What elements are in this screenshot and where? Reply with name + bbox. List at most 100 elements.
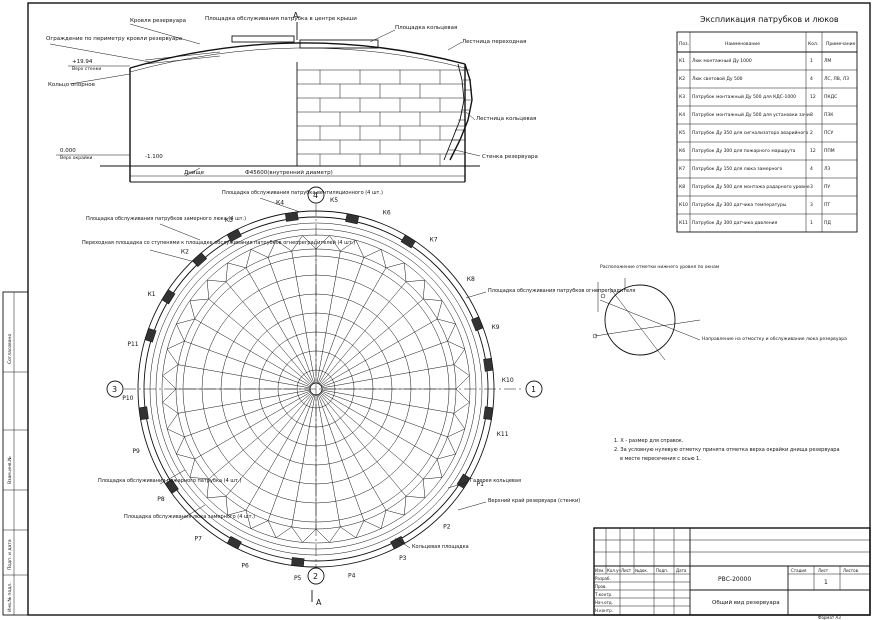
rib [321,389,454,414]
tb-stage: Стадия [791,568,807,573]
nozzle-label: К7 [429,237,437,244]
nozzle-label: К9 [492,324,500,331]
nozzle-label: К8 [467,276,475,283]
rib [291,394,316,527]
spec-row-name: Патрубок Ду 300 датчика давления [692,220,778,226]
nozzle-label: Р10 [122,395,133,402]
service-platform [161,289,176,305]
stamp-inv-orig: Инв.№ подл. [7,582,13,612]
plan-labels: Площадка обслуживания патрубка вентиляци… [82,190,635,550]
rib [184,340,311,388]
tb-format: Формат А3 [818,615,841,620]
note-1: 1. Х - размер для справок. [614,438,684,444]
wall-courses [296,62,465,166]
rib [194,318,311,387]
spec-row-pos: К7 [679,166,685,172]
spec-h-pos: Поз. [679,41,689,47]
label-left-low2: Площадка обслуживания люка замерного (4 … [124,514,255,520]
label-support-ring: Кольцо опорное [48,82,96,88]
spec-row-qty: 1 [810,58,813,64]
tb-row-1: Пров. [595,584,607,589]
spec-row-pos: К5 [679,130,685,136]
spec-row-name: Патрубок Ду 150 для люка замерного [692,166,783,172]
rib [320,298,424,386]
rib [321,318,438,387]
section-mark-bottom: А [316,598,322,607]
dim-diameter: Ф45600(внутренний диаметр) [245,169,333,176]
rib [319,281,407,385]
service-platform [483,358,494,372]
service-platform [345,213,360,225]
detail-sketch: Расположение отметки нижнего уровня по о… [592,264,847,361]
label-ring-platform: Кольцевая площадка [412,544,469,550]
spec-row-pos: К6 [679,148,685,154]
spec-row-qty: 12 [810,148,816,154]
elev-top-note: Верх стенки [72,66,101,72]
tb-sheet: Лист [818,568,829,573]
note-2: 2. За условную нулевую отметку принята о… [614,446,840,453]
nozzle-label: К4 [276,199,284,206]
label-left-low1: Площадка обслуживания пожарного патрубка… [98,478,241,484]
rib [178,389,311,414]
spec-row-name: Патрубок Ду 350 для сигнализатора аварий… [692,129,808,136]
spec-h-qty: Кол. [808,41,818,47]
elev-zero: 0.000 [60,148,76,154]
spec-row-qty: 12 [810,94,816,100]
label-roof-railing: Ограждение по периметру кровли резервуар… [46,36,182,42]
spec-row-qty: 4 [810,76,813,82]
spec-row-note: ЛС, ЛВ, ЛЗ [824,76,849,82]
center-platform [231,35,295,43]
service-platform [164,478,179,494]
tb-head-4: Подп. [656,568,668,573]
spec-row-name: Патрубок Ду 300 датчика температуры [692,202,787,208]
service-platform [285,211,299,222]
nozzle-label: Р6 [241,562,249,569]
rib [184,390,311,438]
rib [321,364,454,389]
section-mark-top: А [293,11,299,20]
tb-head-2: Лист [621,568,632,573]
tb-head-3: №док. [635,568,648,573]
spec-row-name: Люк световой Ду 500 [692,75,743,82]
label-bottom: Днище [184,170,205,176]
axis-1: 1 [531,385,536,394]
rib [267,257,315,384]
nozzle-label: Р4 [348,573,356,580]
stamp-sign-date: Подп. и дата [7,539,13,570]
rib [318,267,387,384]
rib [225,393,313,497]
spec-row-note: ПЗК [824,112,834,118]
spec-row-name: Патрубок Ду 300 для пожарного маршрута [692,148,796,154]
rib [321,340,448,388]
spec-row-qty: 8 [810,112,813,118]
spec-h-note: Примечание [826,41,856,47]
spec-row-qty: 1 [810,220,813,226]
title-block: Изм. Кол.уч Лист №док. Подп. Дата Разраб… [593,527,871,620]
rib [316,251,341,384]
spec-row-qty: 4 [810,166,813,172]
rib [225,281,313,385]
axis-3: 3 [112,385,117,394]
axes: 1 2 3 4 А [106,186,543,607]
service-platform [226,535,242,550]
spec-row-qty: 3 [810,202,813,208]
tb-code: РВС-20000 [718,576,751,583]
tb-sheets: Листов [843,568,859,573]
service-platform [483,406,494,420]
rib [178,364,311,389]
nozzle-label: Р11 [127,341,138,348]
note-3: в месте пересечения с осью 1. [620,456,701,462]
label-pipe-left2: Переходная площадка со ступенями к площа… [82,239,355,246]
nozzle-label: Р1 [477,481,485,488]
nozzle-label: Р5 [294,575,302,582]
spec-title: Экспликация патрубков и люков [700,15,839,24]
spec-row-qty: 2 [810,130,813,136]
rib [317,394,365,521]
spec-row-pos: К3 [679,94,685,100]
stamp-agreed: Согласовано [7,334,13,364]
rib [316,394,341,527]
label-ring-platform: Площадка кольцевая [395,25,457,31]
detail-title: Расположение отметки нижнего уровня по о… [600,264,719,270]
rib [245,394,314,511]
